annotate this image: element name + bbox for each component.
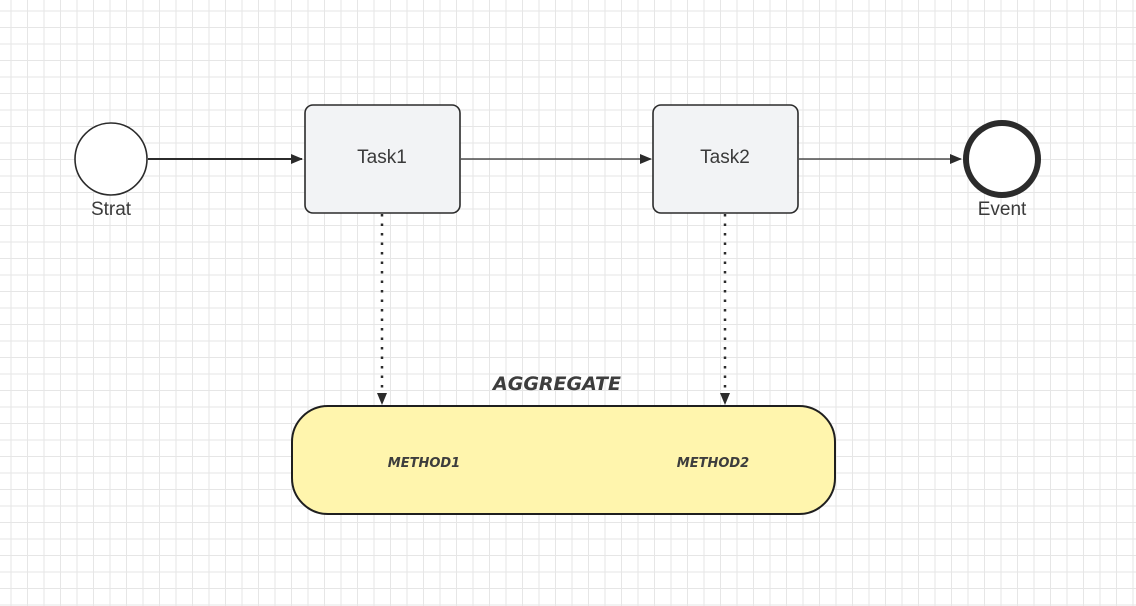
task1-box[interactable] xyxy=(304,104,461,214)
method2-label: METHOD2 xyxy=(677,456,749,471)
aggregate-box[interactable] xyxy=(291,405,836,515)
task2-label: Task2 xyxy=(700,147,750,168)
method1-label: METHOD1 xyxy=(388,456,460,471)
start-event[interactable] xyxy=(74,122,148,196)
aggregate-title: AGGREGATE xyxy=(491,373,621,395)
end-event[interactable] xyxy=(963,120,1041,198)
end-event-label: Event xyxy=(978,199,1027,220)
task1-label: Task1 xyxy=(357,147,407,168)
start-event-label: Strat xyxy=(91,199,132,220)
task2-box[interactable] xyxy=(652,104,799,214)
